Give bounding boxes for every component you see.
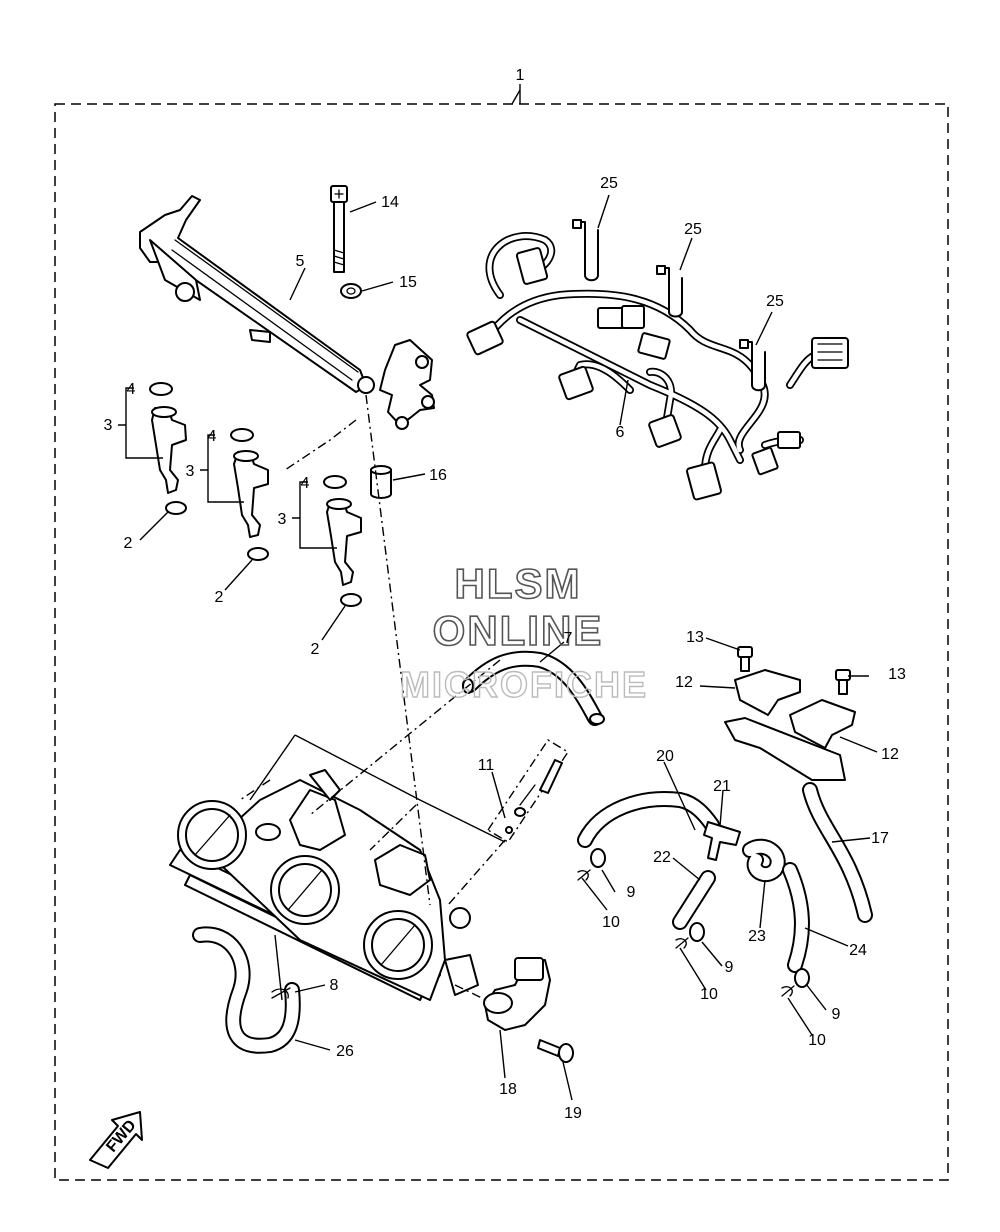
wire-harness-6[interactable]: [466, 232, 849, 501]
clip-10-b[interactable]: [675, 937, 689, 949]
callout-2c: 2: [311, 641, 320, 658]
callout-labels: 1 14 5 15 4 3 4 3 4 3 16 2 2 2 25 25 25 …: [104, 67, 906, 1122]
watermark: HLSM ONLINE MICROFICHE: [399, 559, 648, 706]
callout-17: 17: [871, 830, 889, 847]
callout-10c: 10: [808, 1032, 826, 1049]
callout-18: 18: [499, 1081, 517, 1098]
callout-25c: 25: [766, 293, 784, 310]
callout-16: 16: [429, 467, 447, 484]
fuel-rail[interactable]: [139, 195, 435, 430]
callout-13b: 13: [888, 666, 906, 683]
hose-20[interactable]: [577, 791, 720, 848]
callout-25a: 25: [600, 175, 618, 192]
injector-2[interactable]: [230, 428, 269, 561]
leader-lines: [118, 89, 878, 1101]
fwd-arrow: FWD: [89, 1111, 143, 1169]
callout-2a: 2: [124, 535, 133, 552]
assembly-boundary: [54, 103, 949, 1181]
callout-26: 26: [336, 1043, 354, 1060]
callout-21: 21: [713, 778, 731, 795]
clip-10-c[interactable]: [781, 985, 795, 997]
callout-12a: 12: [675, 674, 693, 691]
bracket-12-a[interactable]: [734, 669, 801, 716]
bolt-13-b[interactable]: [835, 669, 851, 695]
adjuster-11[interactable]: [487, 739, 569, 843]
throttle-body-assembly[interactable]: [169, 769, 479, 1001]
hose-26[interactable]: [192, 926, 301, 1054]
cap-9-b[interactable]: [689, 922, 705, 942]
sensor-18[interactable]: [483, 957, 551, 1031]
callout-4c: 4: [301, 475, 310, 492]
callout-11: 11: [478, 757, 495, 774]
washer-15[interactable]: [340, 283, 362, 299]
clamp-25-c[interactable]: [739, 339, 766, 392]
callout-22: 22: [653, 849, 671, 866]
callout-20: 20: [656, 748, 674, 765]
callout-3c: 3: [278, 511, 287, 528]
callout-2b: 2: [215, 589, 224, 606]
callout-24: 24: [849, 942, 867, 959]
callout-3a: 3: [104, 417, 113, 434]
callout-9c: 9: [832, 1006, 841, 1023]
clamp-25-b[interactable]: [656, 265, 683, 318]
hose-22[interactable]: [672, 870, 716, 930]
callout-15: 15: [399, 274, 417, 291]
callout-7: 7: [564, 630, 573, 647]
injector-3[interactable]: [323, 475, 362, 607]
bolt-14[interactable]: [330, 185, 348, 273]
callout-19: 19: [564, 1105, 582, 1122]
callout-3b: 3: [186, 463, 195, 480]
joint-21[interactable]: [703, 821, 741, 861]
clamp-25-a[interactable]: [572, 219, 599, 282]
callout-6: 6: [616, 424, 625, 441]
callout-13a: 13: [686, 629, 704, 646]
callout-23: 23: [748, 928, 766, 945]
watermark-line-2: ONLINE: [433, 607, 604, 654]
callout-4b: 4: [208, 428, 217, 445]
callout-10a: 10: [602, 914, 620, 931]
callout-5: 5: [296, 253, 305, 270]
bolt-13-a[interactable]: [737, 646, 753, 672]
bracket-12-b[interactable]: [789, 699, 856, 749]
injector-1[interactable]: [149, 382, 187, 515]
hose-24[interactable]: [782, 862, 810, 973]
watermark-line-3: MICROFICHE: [400, 664, 648, 705]
bracket-plate[interactable]: [724, 717, 846, 781]
callout-4a: 4: [127, 381, 136, 398]
callout-25b: 25: [684, 221, 702, 238]
callout-12b: 12: [881, 746, 899, 763]
watermark-line-1: HLSM: [455, 560, 582, 607]
cap-9-a[interactable]: [590, 848, 606, 868]
callout-14: 14: [381, 194, 399, 211]
collar-16[interactable]: [370, 465, 392, 499]
cap-9-c[interactable]: [794, 968, 810, 988]
callout-10b: 10: [700, 986, 718, 1003]
clip-10-a[interactable]: [577, 869, 591, 881]
callout-9b: 9: [725, 959, 734, 976]
callout-1: 1: [516, 67, 525, 84]
callout-8: 8: [330, 977, 339, 994]
hose-17[interactable]: [802, 782, 873, 923]
callout-9a: 9: [627, 884, 636, 901]
hose-23[interactable]: [742, 838, 786, 883]
screw-19[interactable]: [537, 1039, 574, 1063]
